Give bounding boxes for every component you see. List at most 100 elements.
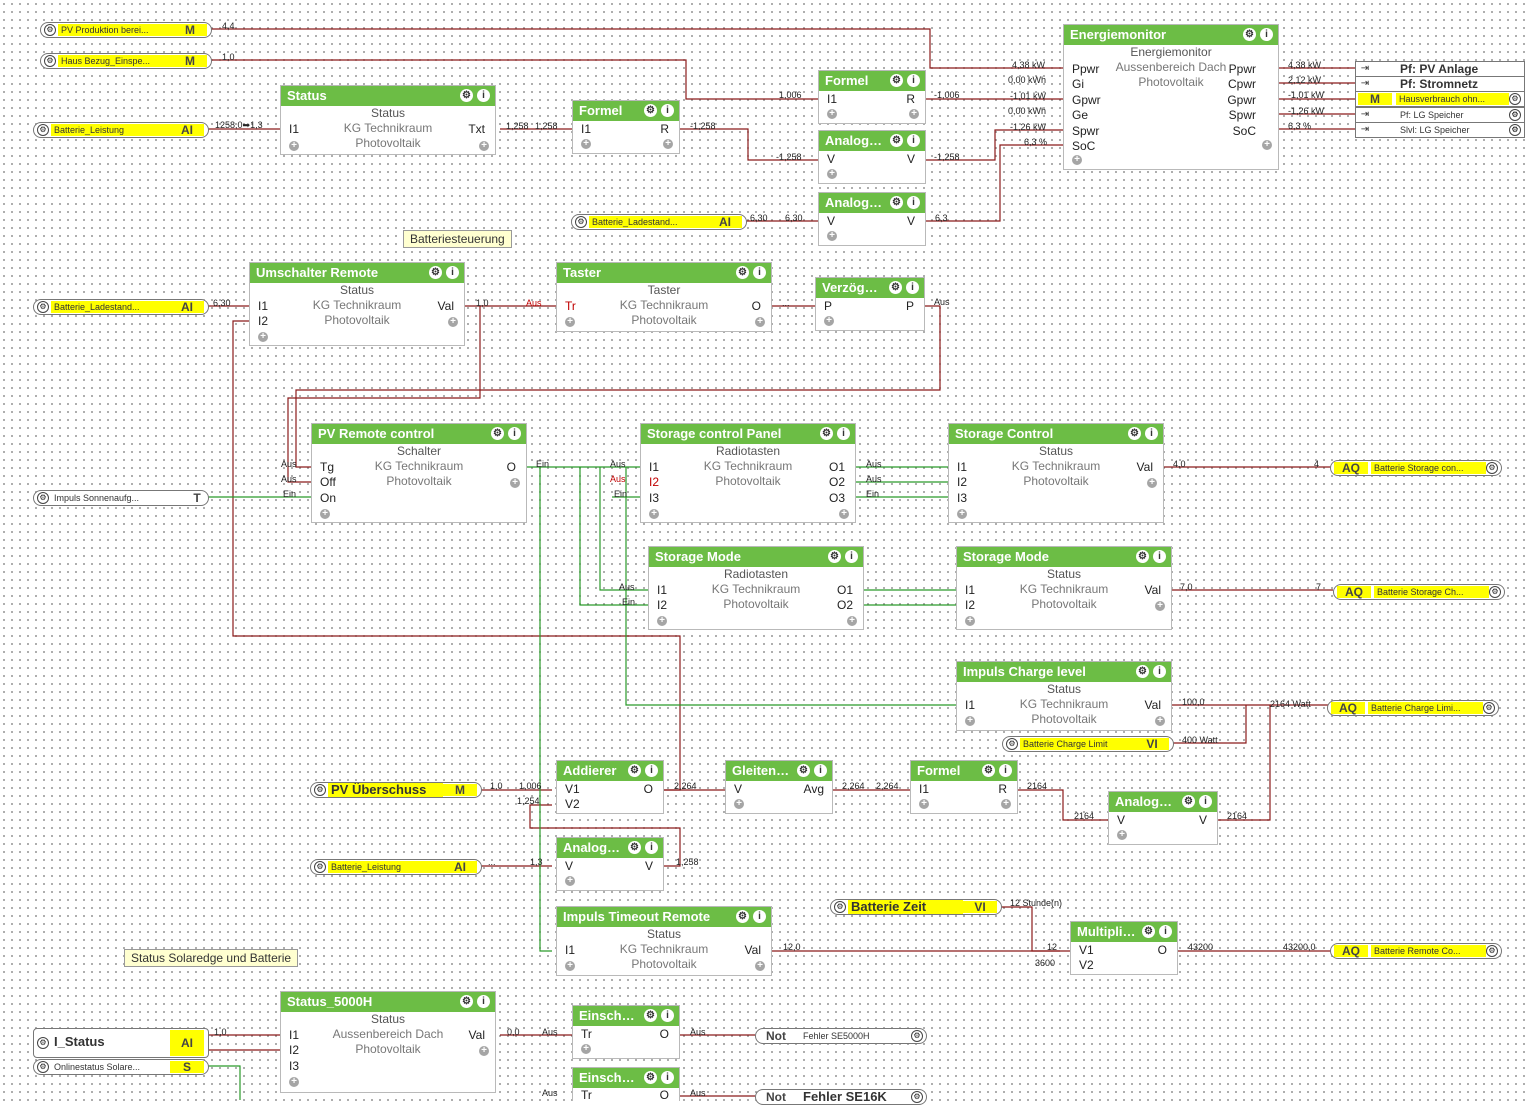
info-icon[interactable]: i (814, 764, 827, 777)
function-block[interactable]: Verzög…⚙i P P + (815, 277, 925, 331)
block-title[interactable]: Formel⚙i (911, 761, 1017, 781)
plus-icon[interactable]: + (289, 1077, 299, 1087)
gear-icon[interactable]: ⚙ (890, 196, 903, 209)
output-pin[interactable]: O2 (828, 475, 845, 489)
function-block[interactable]: Analog…⚙i V V + (818, 130, 926, 184)
gear-icon[interactable]: ⚙ (1136, 550, 1149, 563)
block-title[interactable]: Storage Control⚙i (949, 424, 1163, 444)
output-pin[interactable]: O (659, 1027, 669, 1041)
input-pin[interactable]: Ppwr (1072, 62, 1100, 76)
input-pin[interactable]: I1 (258, 299, 269, 313)
gear-icon[interactable]: ⚙ (982, 764, 995, 777)
function-block[interactable]: Formel⚙i I1 R + + (910, 760, 1018, 814)
function-block[interactable]: Energiemonitor⚙i Energiemonitor Aussenbe… (1063, 24, 1279, 170)
function-block[interactable]: Formel⚙i I1 R + + (818, 70, 926, 124)
info-icon[interactable]: i (906, 281, 919, 294)
block-title[interactable]: Umschalter Remote⚙i (250, 263, 464, 283)
info-icon[interactable]: i (661, 1009, 674, 1022)
plus-icon[interactable]: + (663, 139, 673, 149)
input-connector[interactable]: ⚙ PV Überschuss M (310, 782, 482, 798)
gear-icon[interactable]: ⚙ (644, 1071, 657, 1084)
block-title[interactable]: Storage Mode⚙i (649, 547, 863, 567)
output-pin[interactable]: Ppwr (1228, 62, 1256, 76)
output-pin[interactable]: O (643, 782, 653, 796)
function-block[interactable]: Storage Mode⚙i Radiotasten KG Technikrau… (648, 546, 864, 630)
gear-icon[interactable]: ⚙ (491, 427, 504, 440)
gear-icon[interactable]: ⚙ (736, 910, 749, 923)
gear-icon[interactable]: ⚙ (1182, 795, 1195, 808)
gear-icon[interactable]: ⚙ (1483, 702, 1495, 714)
info-icon[interactable]: i (508, 427, 521, 440)
input-connector[interactable]: ⚙ I_Status AI (33, 1028, 209, 1058)
plus-icon[interactable]: + (1147, 478, 1157, 488)
output-pin[interactable]: Val (468, 1028, 485, 1042)
block-title[interactable]: Impuls Charge level⚙i (957, 662, 1171, 682)
plus-icon[interactable]: + (565, 876, 575, 886)
input-pin[interactable]: V (734, 782, 743, 796)
output-connector[interactable]: AQ Batterie Storage Ch... ⚙ (1333, 584, 1505, 600)
input-pin[interactable]: I1 (965, 583, 976, 597)
input-pin[interactable]: V1 (1079, 943, 1094, 957)
info-icon[interactable]: i (907, 134, 920, 147)
input-pin[interactable]: Spwr (1072, 124, 1100, 138)
plus-icon[interactable]: + (827, 109, 837, 119)
plus-icon[interactable]: + (919, 799, 929, 809)
output-pin[interactable]: O (506, 460, 516, 474)
plus-icon[interactable]: + (827, 231, 837, 241)
gear-icon[interactable]: ⚙ (460, 89, 473, 102)
input-connector[interactable]: ⚙ Impuls Sonnenaufg... T (33, 490, 209, 506)
input-pin[interactable]: I2 (957, 475, 968, 489)
info-icon[interactable]: i (1159, 925, 1172, 938)
output-pin[interactable]: O1 (836, 583, 853, 597)
block-title[interactable]: Analog…⚙i (819, 193, 925, 213)
gear-icon[interactable]: ⚙ (1128, 427, 1141, 440)
block-title[interactable]: PV Remote control⚙i (312, 424, 526, 444)
function-block[interactable]: Gleiten…⚙i V Avg + (725, 760, 833, 814)
gear-icon[interactable]: ⚙ (1489, 586, 1501, 598)
plus-icon[interactable]: + (479, 141, 489, 151)
plus-icon[interactable]: + (1262, 140, 1272, 150)
gear-icon[interactable]: ⚙ (834, 901, 846, 913)
output-pin[interactable]: SoC (1232, 124, 1256, 138)
gear-icon[interactable]: ⚙ (37, 1061, 49, 1073)
input-pin[interactable]: Gi (1072, 77, 1084, 91)
comment-batteriesteuerung[interactable]: Batteriesteuerung (403, 230, 512, 248)
gear-icon[interactable]: ⚙ (736, 266, 749, 279)
input-pin[interactable]: I1 (657, 583, 668, 597)
output-pin[interactable]: V (906, 214, 915, 228)
info-icon[interactable]: i (907, 196, 920, 209)
plus-icon[interactable]: + (824, 316, 834, 326)
function-block[interactable]: Storage Mode⚙i Status KG Technikraum Pho… (956, 546, 1172, 630)
block-title[interactable]: Verzög…⚙i (816, 278, 924, 298)
plus-icon[interactable]: + (581, 1044, 591, 1054)
function-block[interactable]: Storage Control⚙i Status KG Technikraum … (948, 423, 1164, 523)
block-title[interactable]: Storage control Panel⚙i (641, 424, 855, 444)
output-pin[interactable]: O (751, 299, 761, 313)
plus-icon[interactable]: + (909, 109, 919, 119)
function-block[interactable]: Multipli…⚙i V1 V2 O (1070, 921, 1178, 975)
input-connector[interactable]: ⚙ Batterie_Leistung AI (33, 122, 209, 138)
plus-icon[interactable]: + (965, 616, 975, 626)
block-title[interactable]: Einsch…⚙i (573, 1068, 679, 1088)
plus-icon[interactable]: + (581, 139, 591, 149)
info-icon[interactable]: i (845, 550, 858, 563)
gear-icon[interactable]: ⚙ (575, 216, 587, 228)
function-block[interactable]: Umschalter Remote⚙i Status KG Technikrau… (249, 262, 465, 346)
output-pin[interactable]: V (906, 152, 915, 166)
gear-icon[interactable]: ⚙ (44, 24, 56, 36)
output-pin[interactable]: R (906, 92, 915, 106)
block-title[interactable]: Analog…⚙i (1109, 792, 1217, 812)
plus-icon[interactable]: + (565, 961, 575, 971)
output-pin[interactable]: Val (744, 943, 761, 957)
function-block[interactable]: Impuls Timeout Remote⚙i Status KG Techni… (556, 906, 772, 976)
input-pin[interactable]: V2 (565, 797, 580, 811)
gear-icon[interactable]: ⚙ (1486, 945, 1498, 957)
function-block[interactable]: Impuls Charge level⚙i Status KG Technikr… (956, 661, 1172, 731)
gear-icon[interactable]: ⚙ (37, 124, 49, 136)
input-connector[interactable]: ⚙ Batterie_Ladestand... AI (33, 299, 209, 315)
input-pin[interactable]: Gpwr (1072, 93, 1101, 107)
output-connector[interactable]: AQ Batterie Remote Co... ⚙ (1330, 943, 1502, 959)
gear-icon[interactable]: ⚙ (1509, 109, 1521, 121)
function-block[interactable]: Status⚙i Status KG Technikraum Photovolt… (280, 85, 496, 155)
input-pin[interactable]: Tr (565, 299, 576, 313)
